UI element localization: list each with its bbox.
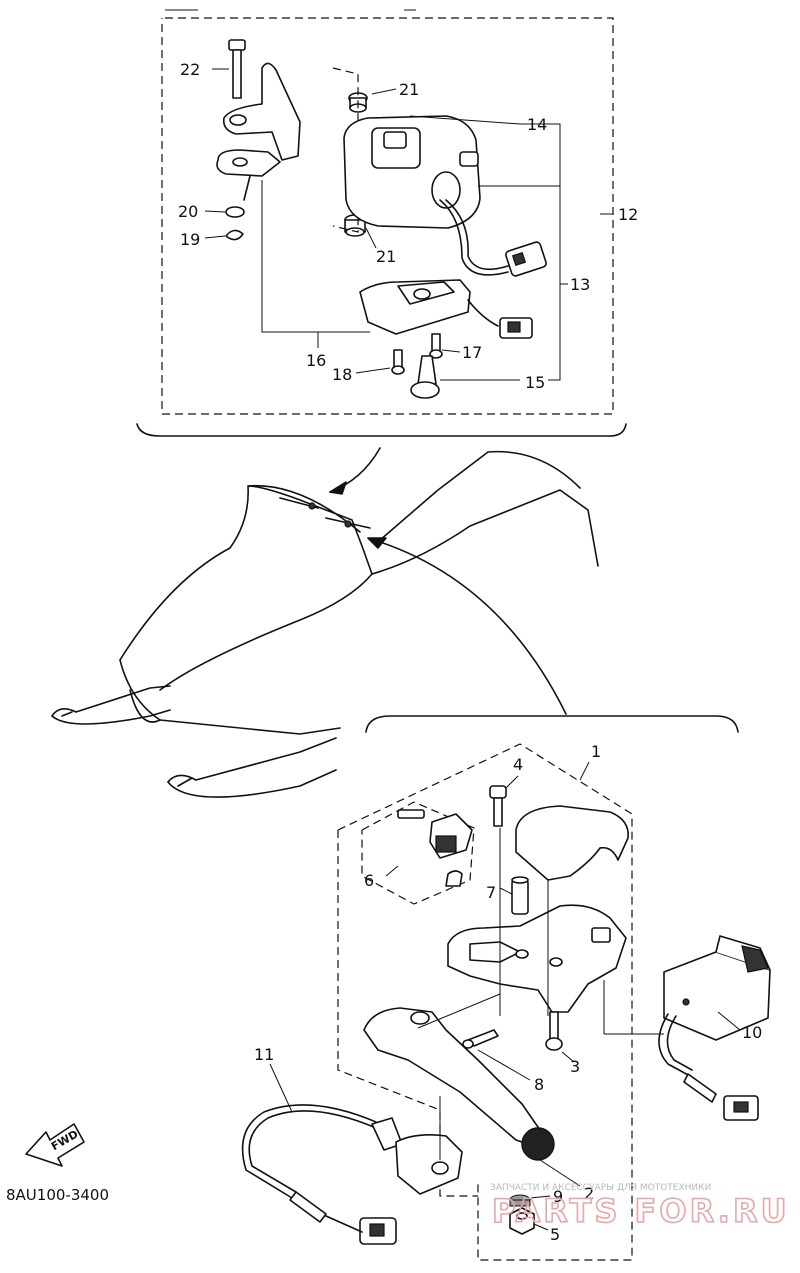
screw-8 <box>462 1029 499 1049</box>
bolt-4 <box>489 785 507 827</box>
callout-13: 13 <box>570 275 590 294</box>
callout-14: 14 <box>527 115 547 134</box>
screw-18 <box>391 349 405 375</box>
callout-15: 15 <box>525 373 545 392</box>
callout-10: 10 <box>742 1023 762 1042</box>
watermark-tagline: ЗАПЧАСТИ И АКСЕССУАРЫ ДЛЯ МОТОТЕХНИКИ <box>490 1183 711 1193</box>
callout-19: 19 <box>180 230 200 249</box>
callout-labels: 22 21 14 12 20 19 21 13 16 17 18 15 1 4 … <box>178 60 762 1244</box>
watermark-site: PARTS FOR.RU <box>492 1192 790 1230</box>
callout-11: 11 <box>254 1045 274 1064</box>
callout-20: 20 <box>178 202 198 221</box>
mounting-bracket <box>216 62 301 201</box>
lock-washer-19 <box>225 229 244 241</box>
switch-base-16 <box>359 279 533 339</box>
callout-21-bottom: 21 <box>376 247 396 266</box>
callout-16: 16 <box>306 351 326 370</box>
callout-4: 4 <box>513 755 523 774</box>
switch-housing-14 <box>343 115 481 229</box>
callout-3: 3 <box>570 1057 580 1076</box>
callout-22: 22 <box>180 60 200 79</box>
callout-1: 1 <box>591 742 601 761</box>
collar-7 <box>511 876 529 915</box>
cable-switch-11 <box>241 1104 463 1245</box>
diagram-code: 8AU100-3400 <box>6 1186 109 1204</box>
switch-unit-10 <box>658 935 771 1121</box>
callout-17: 17 <box>462 343 482 362</box>
plug-15 <box>410 355 440 399</box>
callout-8: 8 <box>534 1075 544 1094</box>
callout-21-top: 21 <box>399 80 419 99</box>
callout-2: 2 <box>584 1184 594 1203</box>
snowmobile-outline <box>51 450 599 798</box>
bolt-22 <box>228 39 246 99</box>
lever-cover <box>515 805 629 881</box>
bolt-3 <box>545 1011 563 1051</box>
switch-6 <box>397 809 473 887</box>
nut-5 <box>509 1207 535 1235</box>
callout-12: 12 <box>618 205 638 224</box>
upper-assembly-group <box>136 9 627 495</box>
lever-bracket <box>447 904 627 1013</box>
fwd-arrow-icon: FWD <box>25 1123 85 1167</box>
callout-18: 18 <box>332 365 352 384</box>
callout-6: 6 <box>364 871 374 890</box>
callout-7: 7 <box>486 883 496 902</box>
washer-9 <box>509 1194 531 1207</box>
washer-20 <box>225 206 245 218</box>
brake-lever-2 <box>363 1007 555 1161</box>
callout-9: 9 <box>553 1187 563 1206</box>
screw-17 <box>429 333 443 359</box>
lower-assembly-group: FWD <box>25 715 771 1261</box>
callout-5: 5 <box>550 1225 560 1244</box>
connector-top <box>505 241 547 277</box>
